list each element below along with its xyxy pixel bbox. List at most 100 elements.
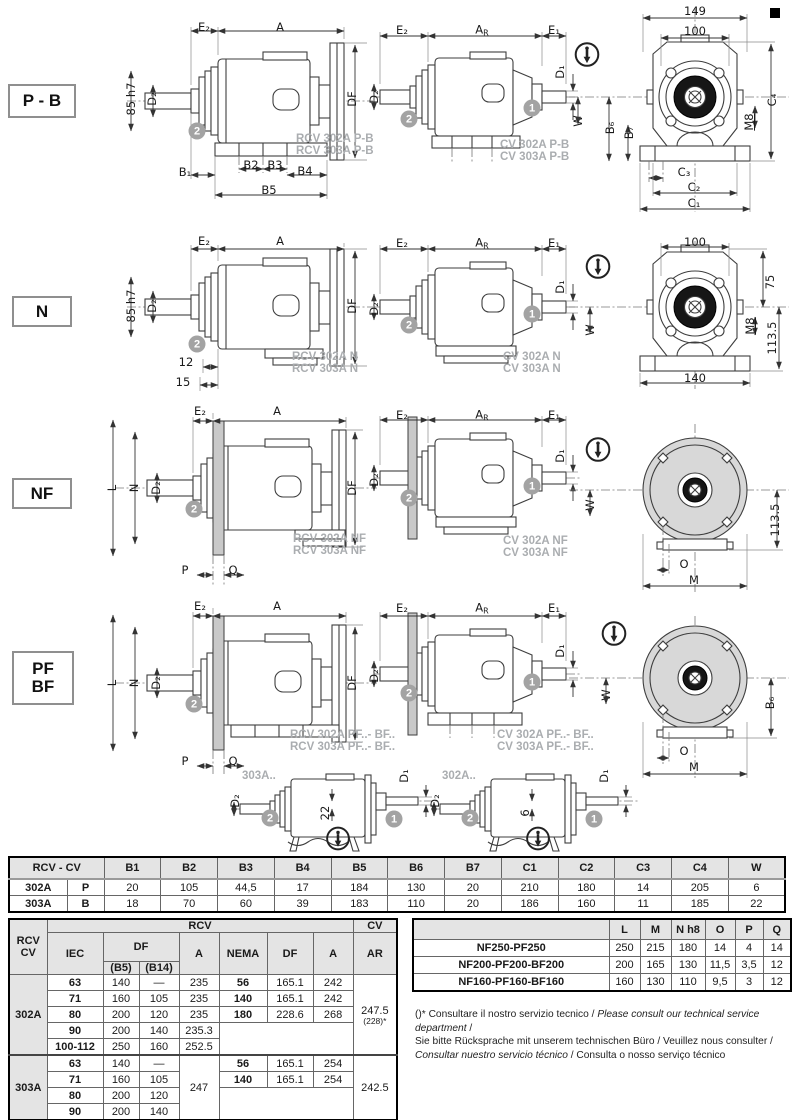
model-label: CV 303A PF..- BF.. [497,741,594,753]
table-row: 80 200 120 235 180 228.6 268 [9,1006,397,1023]
dim-label-e2: E₂ [396,601,408,615]
rcv-nf-side-drawing [110,413,377,585]
cell: 130 [639,973,672,992]
dim-label-e2: E₂ [396,236,408,250]
cell: B [66,895,105,913]
flange-name: NF250-PF250 [412,939,610,957]
col-header-a: A [312,932,354,975]
col-header: C4 [671,856,729,880]
cell: 4 [734,939,764,957]
dim-label-p: P [181,563,189,577]
dim-label-o: O [679,744,689,758]
cell: 186 [500,895,559,913]
dim-label-b7: B₇ [622,126,636,140]
cell: 110 [670,973,706,992]
dim-ar-sub: R [483,413,489,423]
dimensions-table: RCV - CV B1 B2 B3 B4 B5 B6 B7 C1 C2 C3 C… [8,856,786,913]
dim-label-e2: E₂ [194,404,206,418]
model-label: CV 302A NF [503,535,568,547]
model-label: CV 303A P-B [500,151,570,163]
cell: 100-112 [46,1038,104,1056]
cell-a-303a: 247 [178,1054,220,1120]
dim-label-e2: E₂ [396,23,408,37]
table-header-row: IEC DF A NEMA DF A AR [9,932,398,975]
table-row: NF250-PF250 250 215 180 14 4 14 [412,939,792,957]
header-line: RCV [16,935,40,947]
footnote-text-italic: Please consult our technical service dep… [415,1009,760,1034]
dim-label-d2: D₂ [428,794,442,808]
dim-label-c4: C₄ [765,93,779,107]
model-label: RCV 303A P-B [296,145,374,157]
dim-label-d2: D₂ [149,481,163,495]
col-header-nh8: N h8 [670,918,706,940]
dim-label-113-5: 113.5 [765,321,779,355]
dim-label-149: 149 [684,4,706,18]
cell: 303A [8,895,68,913]
shaft-badge-1: 1 [523,99,541,117]
cell: 184 [330,878,389,896]
dim-label-d2: D₂ [145,299,159,313]
section-label-pf-text: PF [32,659,54,679]
cell: 210 [500,878,559,896]
dim-label-df: DF [345,480,359,496]
table-row: 100-112 250 160 252.5 [9,1038,397,1056]
table-row: 302A 63 140 — 235 56 165.1 242 247.5 (22… [8,974,398,1056]
model-label: CV 302A P-B [500,139,570,151]
model-label: RCV 302A P-B [296,133,374,145]
shaft-badge-2: 2 [400,110,418,128]
flange-table: L M N h8 O P Q NF250-PF250 250 215 180 1… [412,918,792,992]
cell: 71 [46,990,104,1007]
ar-note: (228)* [363,1015,387,1026]
cell: 165.1 [266,1071,314,1088]
dim-ar-base: A [475,407,484,422]
cell: 12 [762,973,792,992]
shaft-badge-2: 2 [461,809,479,827]
table-row: 80 200 120 [9,1087,397,1120]
model-label: RCV 302A N [292,351,359,363]
cell-ar-303a: 242.5 [352,1054,398,1120]
cv-pb-side-drawing [371,32,578,162]
shaft-badge-2: 2 [188,122,206,140]
orientation-arrow-icon [325,826,351,856]
col-header: B4 [273,856,332,880]
dim-label-e1: E₁ [548,236,560,250]
footnote-text: / [466,1022,473,1034]
cell: 302A [8,878,68,896]
dim-label-q: Q [228,754,238,768]
shaft-badge-2: 2 [185,500,203,518]
table-header-row: L M N h8 O P Q [412,918,792,940]
table-row: 303A B 18 70 60 39 183 110 20 186 160 11… [8,895,786,913]
dim-ar-sub: R [483,28,489,38]
col-header: B3 [217,856,275,880]
detail-title: 302A.. [442,770,476,782]
cell: 105 [160,878,218,896]
empty-cell [218,1022,354,1056]
cell: 18 [103,895,162,913]
table-row: 302A P 20 105 44,5 17 184 130 20 210 180… [8,878,786,896]
shaft-badge-2: 2 [400,489,418,507]
model-label: RCV 302A PF..- BF.. [290,729,396,741]
dim-label-d2: D₂ [145,92,159,106]
cv-nf-side-drawing [371,416,582,540]
cell: 165.1 [266,974,314,991]
rcv-n-front-drawing [569,241,789,389]
cell: 14 [614,878,672,896]
shaft-badge-1: 1 [585,810,603,828]
cell: 242 [312,990,354,1007]
table-row: 90 200 140 [9,1103,397,1120]
rcv-nf-front-drawing [569,424,789,592]
dim-label-d2: D₂ [367,473,381,487]
table-header-row: RCV CV RCV CV [8,918,398,975]
shaft-badge-2: 2 [188,335,206,353]
col-header-l: L [608,918,641,940]
dim-label-a: A [273,404,281,418]
cell: 254 [312,1071,354,1088]
rcv-pb-side-drawing [127,27,373,199]
cell: 20 [444,878,502,896]
col-header: B6 [387,856,445,880]
col-header: C2 [557,856,616,880]
section-label-n-text: N [35,301,49,321]
col-header-cv: CV [352,918,398,933]
